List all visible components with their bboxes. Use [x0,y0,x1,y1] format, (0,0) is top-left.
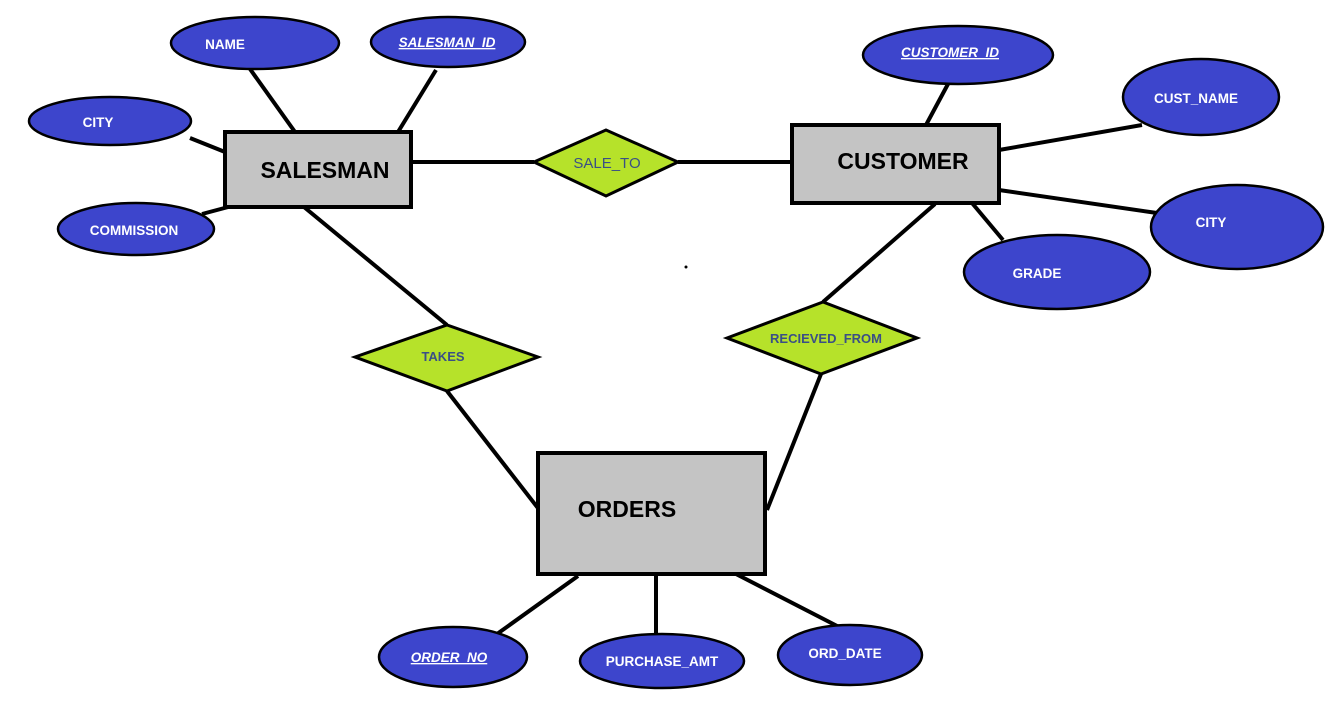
attribute-cust-name: CUST_NAME [1121,57,1281,137]
attribute-salesman-id: SALESMAN_ID [369,15,527,69]
attribute-ord-date-label: ORD_DATE [808,646,881,661]
attribute-customer-id-label: CUSTOMER_ID [901,45,999,60]
attribute-salesman-commission: COMMISSION [56,201,216,257]
connectors [189,67,1158,636]
attribute-ord-date: ORD_DATE [776,623,924,687]
entity-salesman: SALESMAN [223,130,413,209]
relationship-sale-to: SALE_TO [530,128,682,198]
attribute-salesman-city-label: CITY [83,115,114,130]
attribute-salesman-name-label: NAME [205,37,245,52]
stray-dot [684,265,688,269]
attribute-customer-city: CITY [1149,183,1325,271]
attribute-salesman-id-label: SALESMAN_ID [399,35,496,50]
line-customer-grade [970,201,1005,242]
attribute-order-no-label: ORDER_NO [411,650,488,665]
line-orders-order-no [495,574,580,636]
relationship-takes-label: TAKES [421,349,464,364]
attribute-purchase-amt-label: PURCHASE_AMT [606,654,719,669]
line-salesman-salesman-id [396,68,438,134]
line-orders-ord-date [735,572,842,630]
attribute-customer-id: CUSTOMER_ID [861,24,1055,86]
attribute-salesman-city: CITY [27,95,193,147]
attribute-order-no: ORDER_NO [377,625,529,689]
attribute-salesman-name: NAME [169,15,341,71]
line-salesman-city [189,136,226,154]
attribute-salesman-commission-label: COMMISSION [90,223,179,238]
line-takes-orders [445,389,543,514]
line-customer-city [998,188,1158,215]
line-salesman-takes [302,205,449,327]
attribute-grade: GRADE [962,233,1152,311]
entity-customer-label: CUSTOMER [837,148,969,174]
entity-salesman-label: SALESMAN [260,157,389,183]
relationship-sale-to-label: SALE_TO [573,155,640,172]
attribute-purchase-amt: PURCHASE_AMT [578,632,746,690]
line-recieved-from-orders [765,373,823,511]
line-salesman-name [248,67,297,134]
relationship-recieved-from-label: RECIEVED_FROM [770,331,882,346]
entity-orders: ORDERS [536,451,767,576]
attribute-cust-name-label: CUST_NAME [1154,91,1238,106]
entity-orders-label: ORDERS [578,496,676,522]
line-customer-recieved-from [821,202,937,304]
attribute-grade-label: GRADE [1013,266,1062,281]
relationship-recieved-from: RECIEVED_FROM [722,300,922,376]
entity-customer: CUSTOMER [790,123,1001,205]
relationship-takes: TAKES [350,323,543,393]
line-customer-customer-id [924,83,950,126]
attribute-customer-city-label: CITY [1196,215,1227,230]
line-customer-cust-name [998,123,1143,152]
